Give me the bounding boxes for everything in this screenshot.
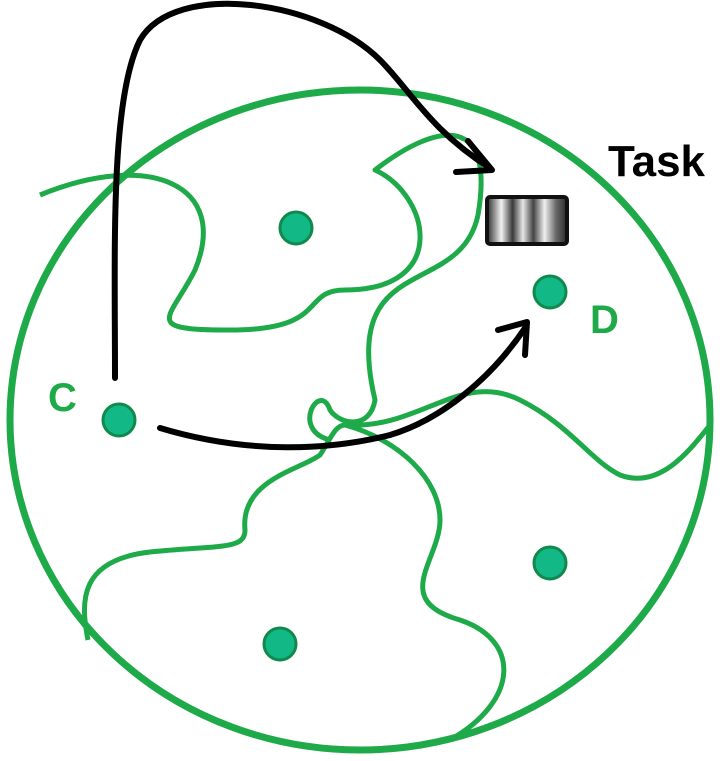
partition-boundary-lower-left: [82, 422, 346, 641]
arrow-c-to-d-head: [495, 319, 530, 358]
outer-domain-circle: [6, 86, 714, 754]
partition-boundary-right: [344, 422, 507, 743]
node-bottom-left: [262, 626, 298, 662]
arrow-c-to-d: [157, 325, 528, 451]
node-d: [532, 274, 568, 310]
partition-boundary-top: [39, 132, 484, 443]
node-c-label: C: [48, 376, 77, 420]
partition-boundary-east: [344, 389, 712, 481]
node-top-center: [278, 210, 314, 246]
task-label: Task: [608, 137, 706, 186]
node-c: [101, 402, 137, 438]
striped-task-box-icon: [485, 195, 569, 246]
arrow-c-to-task-head: [453, 138, 495, 175]
node-d-label: D: [590, 298, 619, 342]
arrow-c-to-task: [111, 0, 493, 381]
node-bottom-right: [532, 545, 568, 581]
